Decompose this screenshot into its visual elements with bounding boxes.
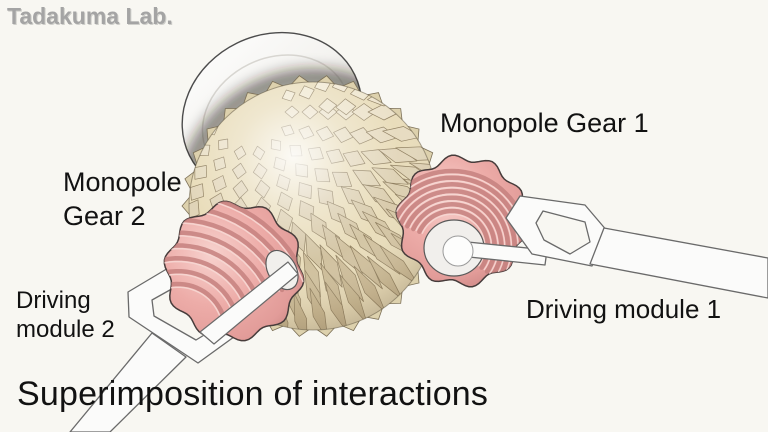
monopole-gear-1-axle-end xyxy=(442,235,474,267)
label-driving-module-2-line1: Driving xyxy=(16,287,91,314)
driving-module-1-fork xyxy=(442,195,768,299)
label-monopole-gear-2-line2: Gear 2 xyxy=(63,201,146,231)
label-driving-module-2: Driving module 2 xyxy=(16,286,115,344)
label-driving-module-1: Driving module 1 xyxy=(526,294,722,324)
label-monopole-gear-2-line1: Monopole xyxy=(63,167,182,197)
driving-module-1-yoke xyxy=(505,195,609,267)
label-monopole-gear-2: Monopole Gear 2 xyxy=(63,165,182,233)
driving-module-2-arm xyxy=(69,332,187,432)
watermark-tadakuma-lab: Tadakuma Lab. xyxy=(7,3,173,29)
label-driving-module-2-line2: module 2 xyxy=(16,316,115,343)
caption-title: Superimposition of interactions xyxy=(17,375,489,413)
driving-module-1-arm xyxy=(589,227,768,299)
label-monopole-gear-1: Monopole Gear 1 xyxy=(440,108,649,138)
driving-module-2-axle xyxy=(199,261,299,345)
